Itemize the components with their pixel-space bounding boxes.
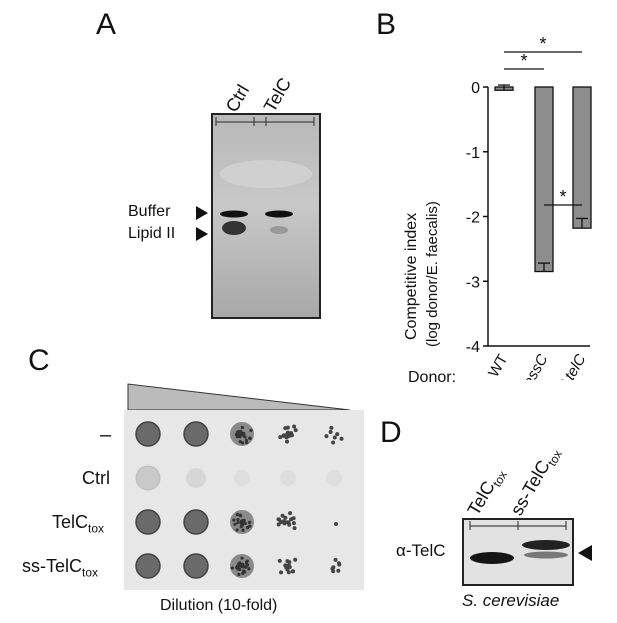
panel-b-letter: B — [376, 8, 397, 41]
yeast-spot — [135, 465, 161, 491]
lane-label-ctrl: Ctrl — [221, 81, 254, 116]
significance-star-1: * — [539, 34, 546, 54]
yeast-spot — [135, 421, 161, 447]
y-tick-label: 0 — [471, 80, 480, 97]
lipid-band-ctrl — [222, 221, 246, 235]
yeast-spot — [280, 470, 296, 486]
y-tick-label: -3 — [466, 274, 480, 291]
yeast-spot — [135, 553, 161, 579]
yeast-spot — [183, 421, 209, 447]
yeast-spot — [135, 509, 161, 535]
y-tick-label: -1 — [466, 145, 480, 162]
significance-star-0: * — [520, 51, 527, 71]
lane-label-telc-tox: TelCtox — [463, 468, 511, 519]
row-label-ctrl: Ctrl — [82, 468, 110, 488]
yeast-spot — [234, 470, 250, 486]
tlc-plate — [211, 113, 321, 319]
y-axis-label-line2: (log donor/E. faecalis) — [424, 201, 441, 347]
band-label-lipid: Lipid II — [128, 225, 176, 242]
dilution-label: Dilution (10-fold) — [160, 597, 278, 614]
yeast-spot — [186, 468, 206, 488]
blot-antibody-label: α-TelC — [396, 541, 446, 560]
blot-band-ss-telc-tox-lower — [524, 551, 568, 559]
blot-band-telc-tox — [470, 552, 514, 564]
buffer-band-ctrl — [220, 210, 248, 218]
x-tick-label-0: WT — [485, 352, 511, 381]
yeast-spot — [183, 553, 209, 579]
y-tick-label: -4 — [466, 339, 480, 356]
panel-c-letter: C — [28, 344, 50, 377]
arrowhead-icon — [196, 227, 208, 241]
yeast-spot — [326, 470, 342, 486]
buffer-band-telc — [265, 210, 293, 218]
band-label-buffer: Buffer — [128, 203, 171, 220]
yeast-spot — [334, 522, 338, 526]
x-tick-label-2: ΔtelC — [556, 351, 589, 380]
row-label-ss-telc-tox: ss-TelCtox — [22, 556, 99, 580]
bar-2 — [572, 86, 592, 229]
donor-label: Donor: — [408, 369, 457, 386]
yeast-spot — [183, 509, 209, 535]
significance-star-2: * — [559, 187, 566, 207]
bar-chart: 0 -1 -2 -3 -4WTΔessCΔtelC * * * — [466, 34, 592, 381]
y-tick-label: -2 — [466, 210, 480, 227]
panel-d-letter: D — [380, 416, 402, 449]
row-label-telc-tox: TelCtox — [52, 512, 105, 536]
blot-band-ss-telc-tox-upper — [522, 540, 570, 550]
lane-label-telc: TelC — [259, 74, 296, 116]
dilution-wedge — [127, 383, 351, 411]
bar-1 — [534, 86, 554, 273]
arrowhead-icon — [196, 206, 208, 220]
western-blot — [462, 518, 574, 586]
panel-a-letter: A — [96, 8, 117, 41]
row-label-none: – — [100, 424, 112, 446]
lipid-band-telc — [270, 226, 288, 234]
y-axis-label-line1: Competitive index — [403, 212, 420, 340]
yeast-spot-plate — [124, 410, 364, 590]
x-tick-label-1: ΔessC — [515, 351, 552, 380]
arrowhead-icon — [578, 545, 592, 561]
organism-label: S. cerevisiae — [462, 591, 560, 610]
lane-label-ss-telc-tox: ss-TelCtox — [506, 447, 566, 519]
